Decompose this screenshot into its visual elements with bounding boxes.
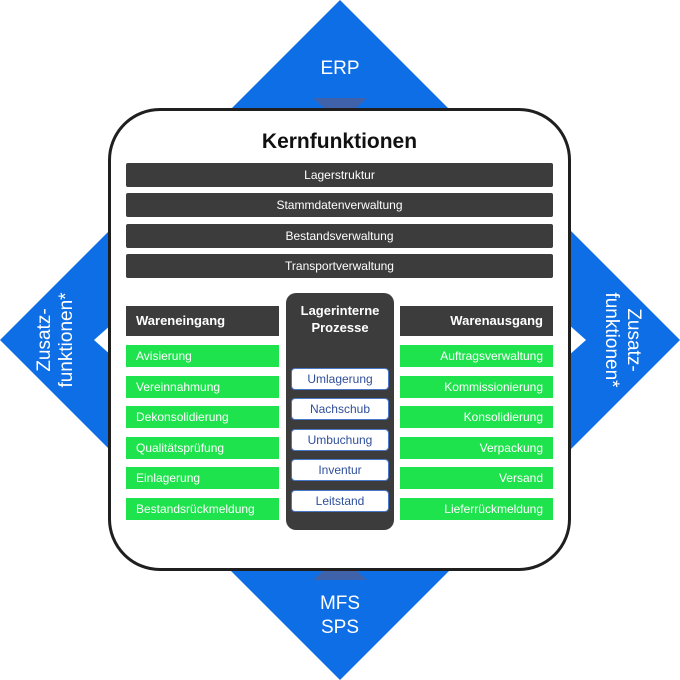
left-label-line-1: Zusatz- <box>34 308 55 372</box>
wareneingang-item: Dekonsolidierung <box>126 406 279 428</box>
left-diamond <box>0 227 113 453</box>
wareneingang-heading: Wareneingang <box>126 306 279 336</box>
wareneingang-item: Avisierung <box>126 345 279 367</box>
right-zusatzfunktionen-label: Zusatz- funktionen* <box>600 292 644 387</box>
erp-label: ERP <box>320 58 360 79</box>
right-label-line-1: Zusatz- <box>623 308 644 372</box>
top-diamond <box>227 0 453 113</box>
lagerinterne-item: Leitstand <box>291 490 389 512</box>
warenausgang-item: Auftragsverwaltung <box>400 345 553 367</box>
warenausgang-item: Kommissionierung <box>400 376 553 398</box>
warenausgang-item: Konsolidierung <box>400 406 553 428</box>
lagerinterne-item: Nachschub <box>291 398 389 420</box>
mfs-sps-label: MFS SPS <box>290 592 390 640</box>
warenausgang-heading: Warenausgang <box>400 306 553 336</box>
core-bar-lagerstruktur: Lagerstruktur <box>126 163 553 187</box>
lagerinterne-item: Umlagerung <box>291 368 389 390</box>
wareneingang-item: Einlagerung <box>126 467 279 489</box>
wareneingang-item: Bestandsrückmeldung <box>126 498 279 520</box>
warenausgang-item: Versand <box>400 467 553 489</box>
sps-label-line: SPS <box>320 617 360 638</box>
lagerinterne-heading-line-1: Lagerinterne <box>300 303 380 318</box>
core-title: Kernfunktionen <box>261 130 418 153</box>
lagerinterne-item: Umbuchung <box>291 429 389 451</box>
lagerinterne-heading: Lagerinterne Prozesse <box>286 302 394 336</box>
core-bar-bestandsverwaltung: Bestandsverwaltung <box>126 224 553 248</box>
core-bar-transportverwaltung: Transportverwaltung <box>126 254 553 278</box>
warenausgang-item: Verpackung <box>400 437 553 459</box>
wareneingang-item: Vereinnahmung <box>126 376 279 398</box>
left-notch <box>94 324 112 356</box>
right-diamond <box>567 227 680 453</box>
mfs-label-line: MFS <box>319 593 361 614</box>
warenausgang-item: Lieferrückmeldung <box>400 498 553 520</box>
left-label-line-2: funktionen* <box>56 292 77 388</box>
core-bar-stammdatenverwaltung: Stammdatenverwaltung <box>126 193 553 217</box>
wareneingang-item: Qualitätsprüfung <box>126 437 279 459</box>
lagerinterne-heading-line-2: Prozesse <box>311 320 369 335</box>
right-label-line-2: funktionen* <box>601 292 622 388</box>
right-notch <box>568 324 586 356</box>
left-zusatzfunktionen-label: Zusatz- funktionen* <box>34 292 78 387</box>
bottom-diamond <box>227 567 453 680</box>
lagerinterne-item: Inventur <box>291 459 389 481</box>
